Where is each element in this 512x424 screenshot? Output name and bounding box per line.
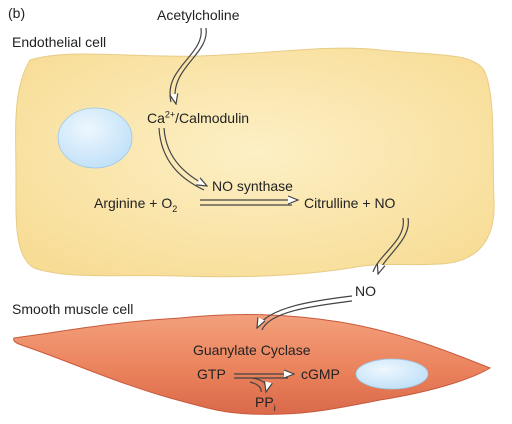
- arrow-no-to-guanylate-cyclase: [257, 295, 353, 328]
- acetylcholine-label: Acetylcholine: [157, 7, 240, 23]
- arrow-no-diffusion: [378, 217, 409, 274]
- arrow-to-ppi: [251, 377, 266, 392]
- arrow-acetylcholine-to-calmodulin: [175, 27, 207, 104]
- oxygen-label: O2: [161, 195, 178, 214]
- arrow-no-to-guanylate-cyclase-inner: [261, 300, 353, 331]
- endothelial-cell-body: [15, 47, 495, 278]
- arrow-acetylcholine-to-calmodulin-inner: [169, 27, 202, 103]
- guanylate-cyclase-label: Guanylate Cyclase: [193, 342, 311, 358]
- gtp-label: GTP: [197, 366, 226, 382]
- endothelial-cell-title: Endothelial cell: [12, 34, 107, 50]
- cgmp-label: cGMP: [301, 366, 340, 382]
- calcium-charge: 2+: [164, 109, 176, 120]
- smooth-muscle-nucleus: [355, 358, 429, 390]
- calmodulin-label: Ca2+/Calmodulin: [147, 110, 249, 126]
- arrow-to-ppi-inner: [249, 381, 262, 393]
- diffusing-no-label: NO: [355, 283, 376, 299]
- no-synthase-label: NO synthase: [212, 178, 293, 194]
- plus-sign-products: +: [362, 195, 371, 211]
- arginine-label: Arginine: [94, 195, 146, 211]
- panel-label: (b): [8, 5, 26, 21]
- ppi-label: PPi: [255, 394, 276, 413]
- calcium-symbol: Ca: [147, 110, 165, 126]
- reaction-products: Citrulline + NO: [304, 195, 395, 211]
- citrulline-label: Citrulline: [304, 195, 359, 211]
- smooth-muscle-cell-body: [13, 314, 492, 415]
- arrow-no-diffusion-inner: [372, 217, 404, 273]
- arrow-calmodulin-to-no-synthase: [163, 127, 207, 186]
- reaction-substrates: Arginine + O2: [94, 195, 178, 214]
- arrow-calmodulin-to-no-synthase-inner: [158, 127, 205, 191]
- smooth-muscle-cell-title: Smooth muscle cell: [12, 301, 134, 317]
- calmodulin-text: /Calmodulin: [175, 110, 250, 126]
- plus-sign: +: [149, 195, 158, 211]
- endothelial-nucleus: [57, 107, 133, 169]
- no-product-label: NO: [374, 195, 396, 211]
